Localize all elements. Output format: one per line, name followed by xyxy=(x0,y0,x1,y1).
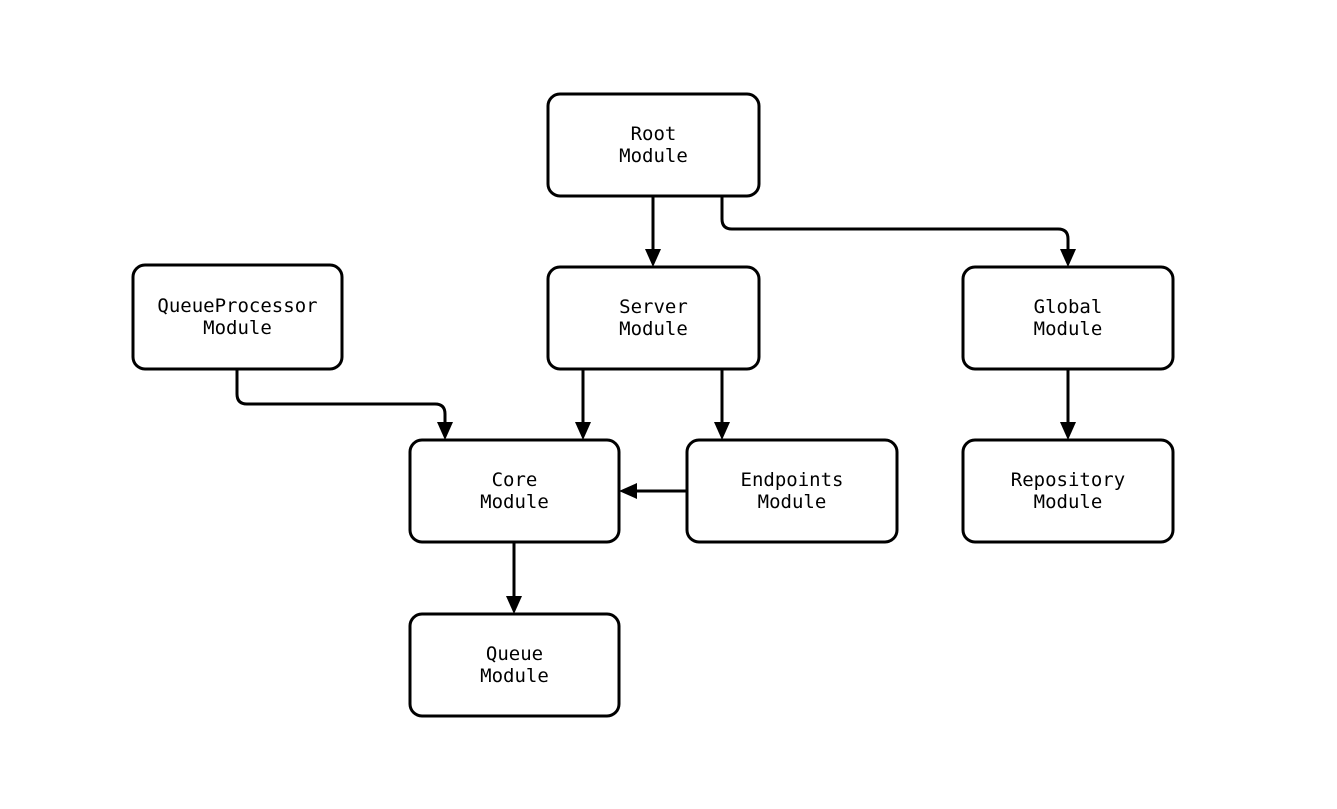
arrowhead-icon xyxy=(1060,249,1076,267)
node-box[interactable] xyxy=(546,92,761,198)
node-label-line1: Core xyxy=(492,469,538,491)
node-box[interactable] xyxy=(131,263,344,371)
node-label-line1: Queue xyxy=(486,643,543,665)
node-label-line2: Module xyxy=(1034,491,1103,513)
node-box[interactable] xyxy=(546,265,761,371)
node-box[interactable] xyxy=(961,438,1175,544)
node-label-line2: Module xyxy=(480,491,549,513)
arrowhead-icon xyxy=(437,422,453,440)
arrowhead-icon xyxy=(575,422,591,440)
node-label-line2: Module xyxy=(619,145,688,167)
arrowhead-icon xyxy=(645,249,661,267)
node-box[interactable] xyxy=(961,265,1175,371)
edge-queueprocessor-to-core xyxy=(235,369,453,440)
edge-server-to-core xyxy=(575,369,591,440)
node-label-line1: Server xyxy=(619,296,688,318)
arrowhead-icon xyxy=(714,422,730,440)
edges-layer xyxy=(235,196,1076,614)
node-label-line1: Global xyxy=(1034,296,1103,318)
node-label-line2: Module xyxy=(619,318,688,340)
arrowhead-icon xyxy=(1060,422,1076,440)
node-box[interactable] xyxy=(408,612,621,718)
arrowhead-icon xyxy=(506,596,522,614)
edge-server-to-endpoints xyxy=(714,369,730,440)
edge-endpoints-to-core xyxy=(619,483,687,499)
node-label-line1: Root xyxy=(631,123,677,145)
node-label-line2: Module xyxy=(1034,318,1103,340)
node-label-line2: Module xyxy=(203,317,272,339)
node-label-line1: Repository xyxy=(1011,469,1125,491)
node-label-line1: Endpoints xyxy=(741,469,844,491)
edge-root-to-global xyxy=(720,196,1076,267)
node-label-line2: Module xyxy=(758,491,827,513)
edge-global-to-repository xyxy=(1060,369,1076,440)
node-label-line1: QueueProcessor xyxy=(157,295,317,317)
edge-line xyxy=(720,196,1070,252)
edge-root-to-server xyxy=(645,196,661,267)
node-label-line2: Module xyxy=(480,665,549,687)
arrowhead-icon xyxy=(619,483,637,499)
edge-core-to-queue xyxy=(506,542,522,614)
edge-line xyxy=(235,369,447,425)
node-box[interactable] xyxy=(685,438,899,544)
node-box[interactable] xyxy=(408,438,621,544)
